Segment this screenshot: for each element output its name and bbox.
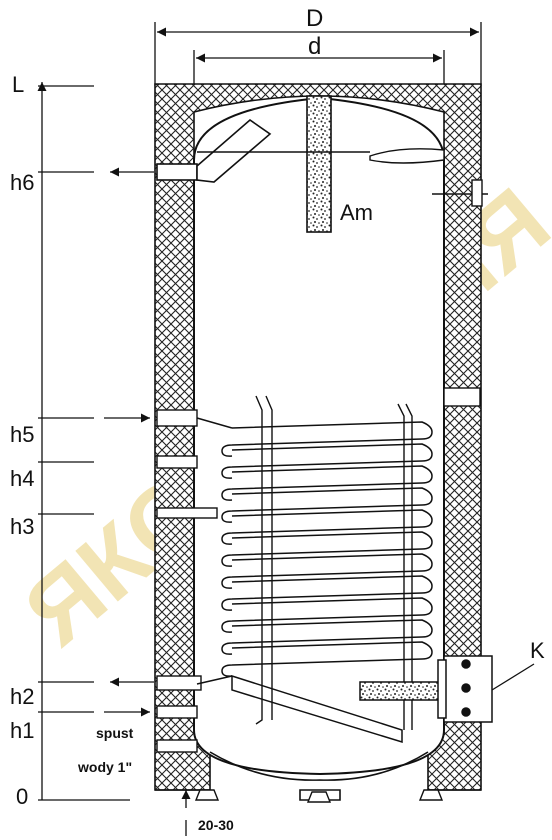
height-label-h6: h6 — [10, 170, 34, 195]
flange-label: K — [530, 638, 545, 663]
dimension-D — [154, 22, 482, 86]
coil-loop — [221, 487, 433, 523]
anode-label: Am — [340, 200, 373, 225]
foot-right — [418, 789, 444, 801]
height-label-h4: h4 — [10, 466, 34, 491]
top-sensor — [197, 148, 488, 207]
coil-loop — [221, 421, 433, 457]
flange-heater — [359, 655, 493, 723]
dimension-d-label: d — [308, 33, 321, 60]
coil-loop — [221, 443, 433, 479]
drain-label-line2: wody 1" — [77, 759, 132, 775]
height-label-h1: h1 — [10, 718, 34, 743]
right-socket — [443, 387, 481, 407]
flange-leader — [491, 663, 535, 691]
height-label-h5: h5 — [10, 422, 34, 447]
coil-loop — [221, 531, 433, 567]
heating-coil — [196, 417, 433, 744]
height-axis — [37, 82, 130, 801]
dimension-d — [193, 50, 445, 86]
coil-supports — [255, 395, 413, 730]
coil-loop — [221, 641, 433, 677]
height-label-h3: h3 — [10, 514, 34, 539]
height-label-L: L — [12, 72, 24, 97]
coil-loop — [221, 575, 433, 611]
coil-loop — [221, 597, 433, 633]
coil-loop — [221, 509, 433, 545]
height-label-0: 0 — [16, 784, 28, 809]
hot-water-outlet-pipe — [156, 118, 272, 183]
foot-left — [194, 789, 220, 801]
left-connections — [156, 409, 218, 753]
coil-connector — [196, 417, 233, 685]
height-label-h2: h2 — [10, 684, 34, 709]
connection-arrows — [104, 167, 154, 717]
drain-label-line1: spust — [96, 725, 134, 741]
anode-rod — [306, 95, 332, 233]
foot-center — [306, 791, 332, 803]
dimension-D-label: D — [306, 5, 323, 32]
coil-loop — [221, 619, 433, 655]
coil-loop — [221, 553, 433, 589]
inner-tank — [193, 96, 445, 776]
foot-gap-label: 20-30 — [198, 817, 234, 833]
coil-outlet — [231, 674, 403, 744]
coil-loop — [221, 465, 433, 501]
